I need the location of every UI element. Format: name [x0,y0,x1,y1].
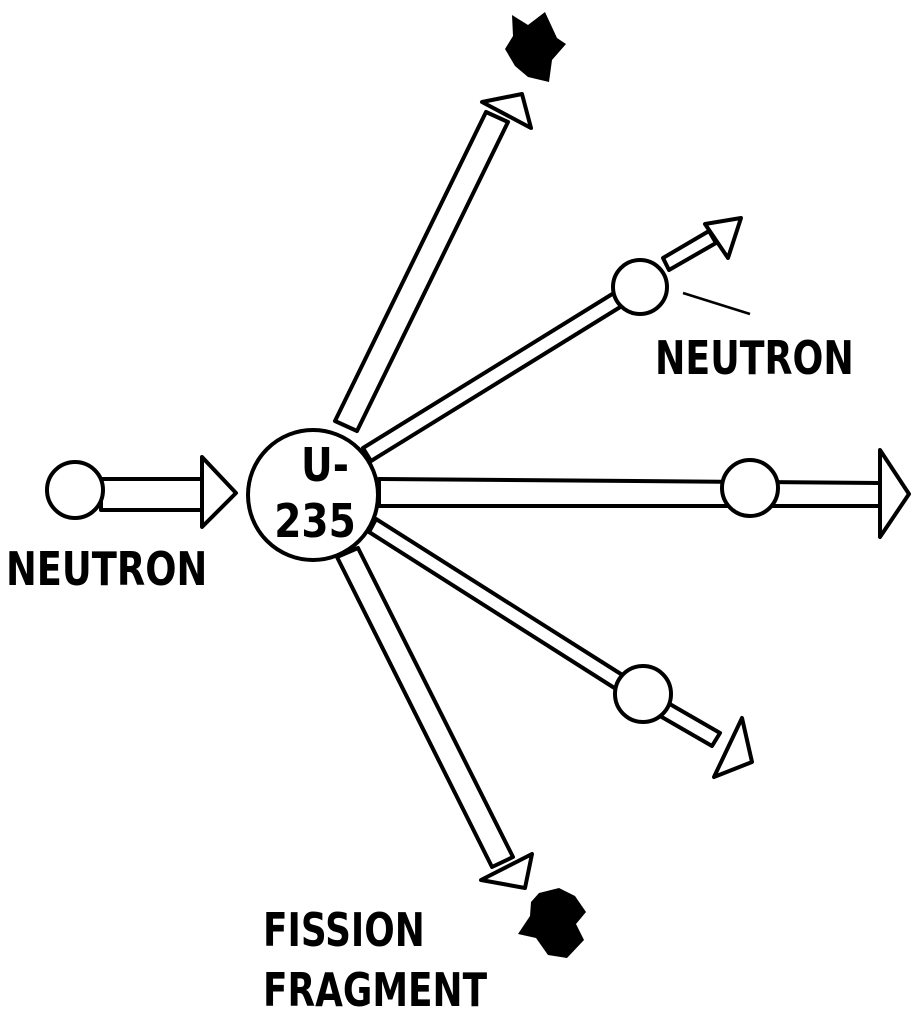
neutron-arrow-lower [367,517,754,779]
fission-fragment-bottom [518,888,586,958]
fission-fragment-label-line2: FRAGMENT [263,964,487,1018]
nucleus-label-line1: U- [301,439,349,493]
neutron-leader-line [682,291,751,316]
emitted-neutron-right [720,458,780,518]
nucleus-label-line2: 235 [274,495,356,549]
neutron-arrow-right [377,448,911,539]
emitted-neutron-upper [611,258,669,316]
incoming-neutron [45,460,105,520]
u235-nucleus [246,428,380,562]
incoming-neutron-arrow [99,455,238,529]
fission-fragment-label-line1: FISSION [263,904,425,958]
fission-fragment-top [505,12,566,82]
emitted-neutron-lower [613,664,673,724]
emitted-neutron-label: NEUTRON [655,332,854,385]
fission-fragment-arrow-down [335,546,534,890]
fission-fragment-arrow-up [333,92,533,433]
incoming-neutron-label: NEUTRON [6,542,207,596]
